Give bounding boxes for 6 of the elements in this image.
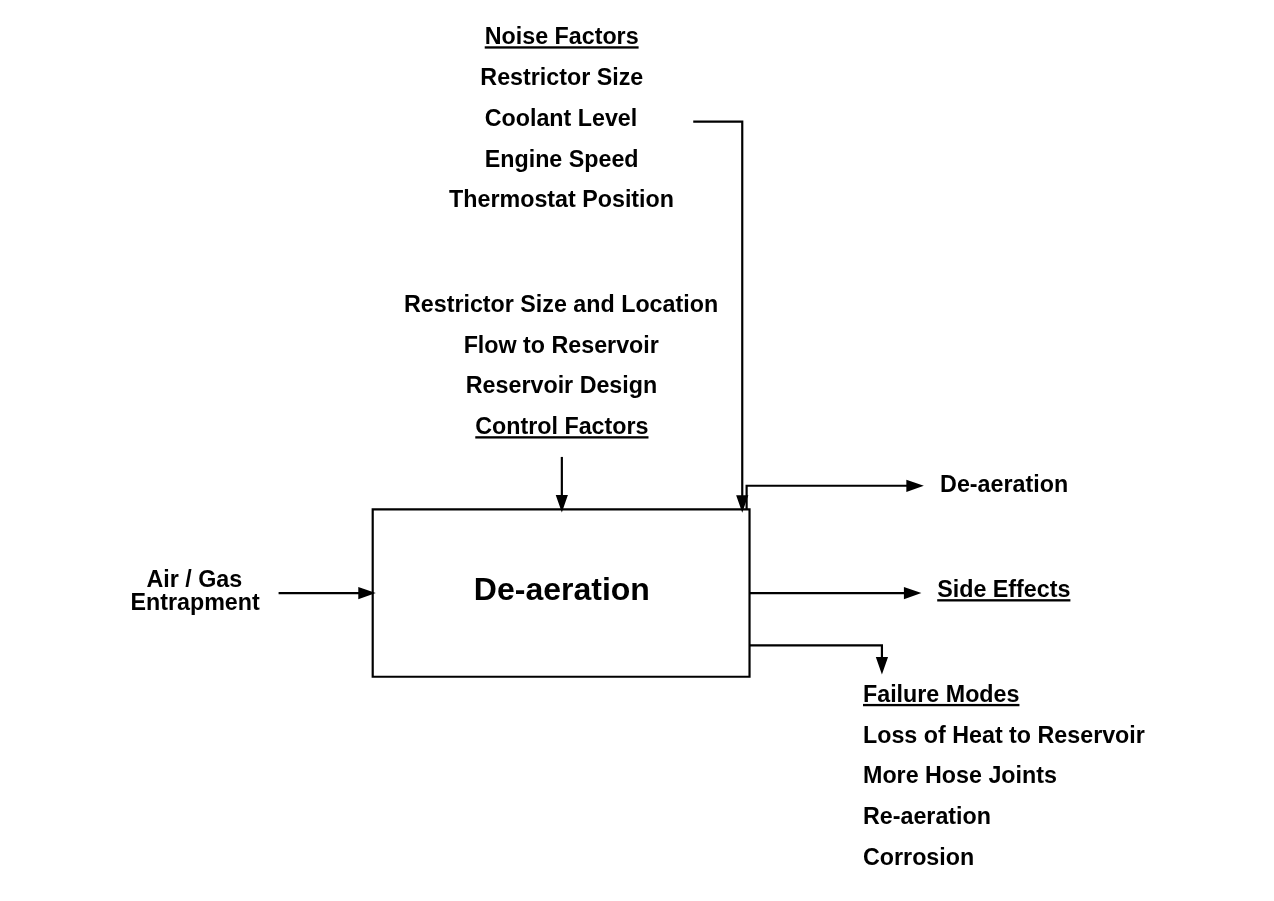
node-text: Noise Factors Restrictor Size Coolant Level Engine Speed Thermostat Position — [448, 23, 674, 213]
node-text: Air / Gas Entrapment — [129, 565, 260, 616]
node-text: Side Effects — [936, 576, 1070, 603]
node-text: Restrictor Size and Location Flow to Reservoir Reservoir Design Control Factors — [403, 290, 718, 440]
node-text: Failure Modes Loss of Heat to Reservoir More Hose Joints Re-aeration Corrosion — [862, 680, 1145, 870]
node-text: De-aeration — [939, 471, 1068, 498]
